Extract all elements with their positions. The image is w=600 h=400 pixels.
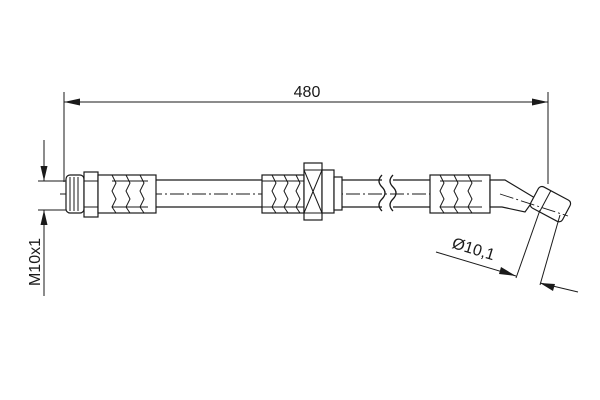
middle-fitting xyxy=(261,162,343,221)
diameter-extension-inner xyxy=(515,209,541,279)
end-axis xyxy=(499,193,569,217)
end-nipple xyxy=(529,185,572,223)
thread-end xyxy=(65,174,85,214)
crimp-detail xyxy=(125,174,131,214)
thread-label: M10x1 xyxy=(27,238,44,286)
thread-arrow-top xyxy=(40,166,48,181)
bracket-collar xyxy=(321,169,335,214)
thread-arrow-bottom xyxy=(40,210,48,225)
arrowhead-left xyxy=(64,98,80,106)
thread-dimension: M10x1 xyxy=(27,140,70,296)
right-fitting xyxy=(429,174,572,223)
crimp-detail xyxy=(295,174,301,214)
diameter-arrow-left xyxy=(499,267,516,276)
nipple-edge xyxy=(539,190,552,213)
break-mark-left xyxy=(378,174,386,212)
crimp-detail xyxy=(111,174,117,214)
diameter-extension-outer xyxy=(539,214,561,286)
left-fitting xyxy=(65,171,157,218)
crimp-detail xyxy=(453,174,459,214)
break-mark-right xyxy=(389,174,397,212)
diameter-arrow-right xyxy=(540,283,555,291)
arrowhead-right xyxy=(532,98,548,106)
hose-tube xyxy=(155,174,430,212)
crimp-detail xyxy=(439,174,445,214)
diameter-dimension: Ø10,1 xyxy=(435,209,579,293)
crimp-detail xyxy=(139,174,145,214)
length-label: 480 xyxy=(294,84,321,101)
crimp-detail xyxy=(283,174,289,214)
diameter-label: Ø10,1 xyxy=(450,235,497,264)
hex-collar-left xyxy=(83,171,99,218)
bent-tube xyxy=(489,179,536,213)
length-dimension: 480 xyxy=(63,84,549,184)
bracket-hex-diagonal xyxy=(303,169,323,214)
crimp-detail xyxy=(271,174,277,214)
end-nipple-body xyxy=(529,185,572,223)
crimp-detail xyxy=(467,174,473,214)
bracket-shoulder xyxy=(333,176,343,211)
